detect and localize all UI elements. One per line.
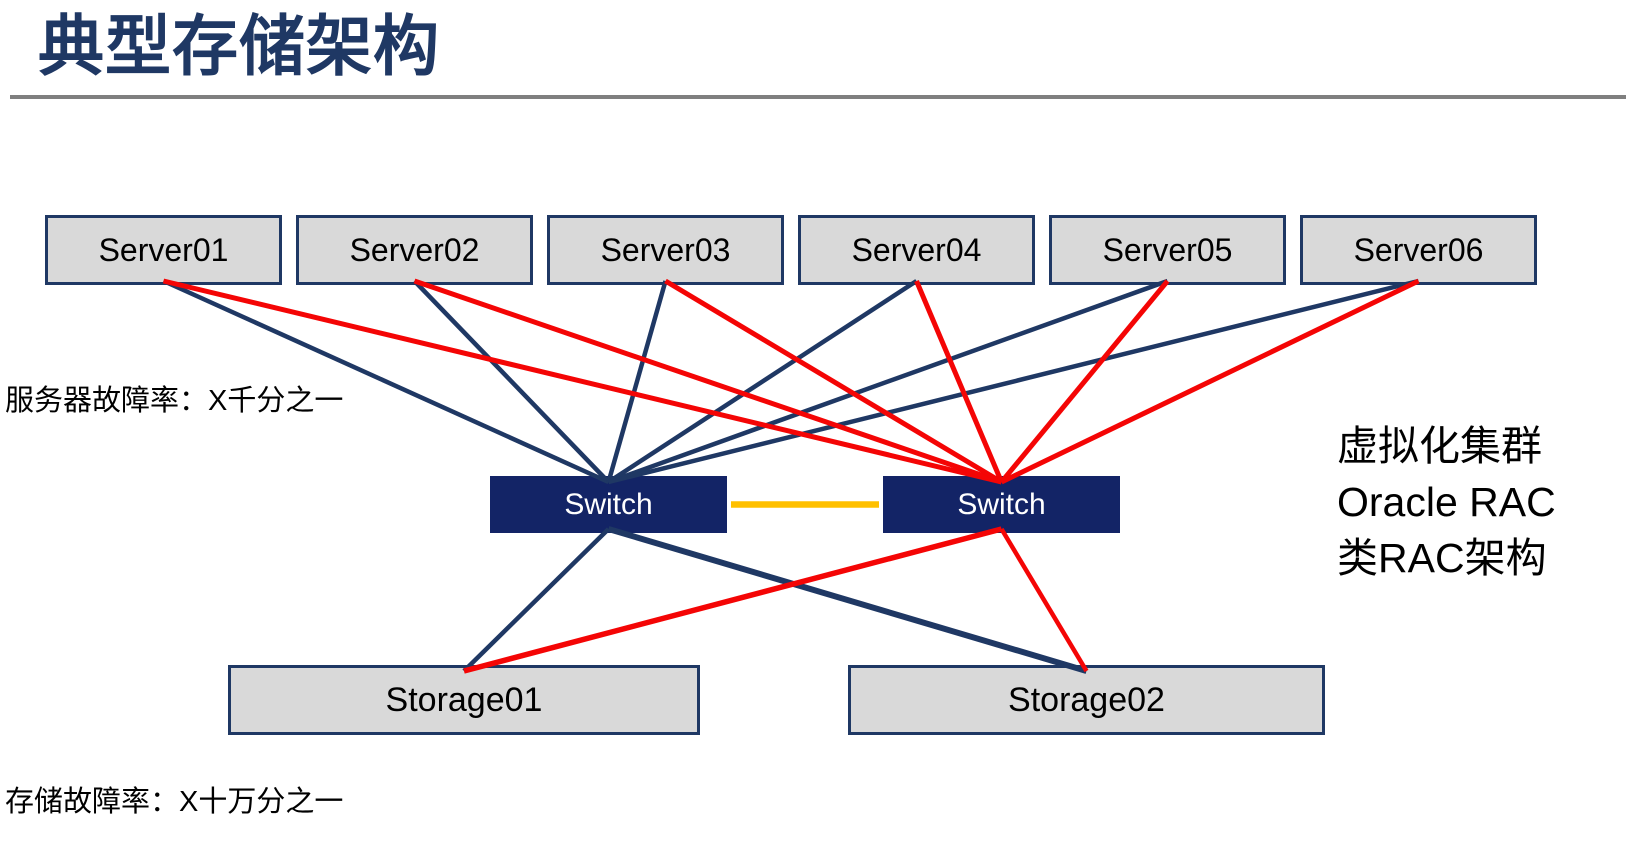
node-server03: Server03 xyxy=(547,215,784,285)
node-label: Switch xyxy=(957,487,1046,521)
edge-server05-switchB xyxy=(999,279,1170,484)
node-label: Server04 xyxy=(851,231,982,268)
edge-server02-switchA xyxy=(412,279,611,484)
node-label: Server02 xyxy=(349,231,480,268)
cluster-note-line-1: 虚拟化集群 xyxy=(1337,423,1542,469)
node-label: Server03 xyxy=(600,231,731,268)
server-failure-rate-label: 服务器故障率：X千分之一 xyxy=(5,385,344,417)
edge-switchA-storage01 xyxy=(462,527,611,673)
node-server01: Server01 xyxy=(45,215,282,285)
node-label: Storage02 xyxy=(1008,680,1165,719)
node-label: Server01 xyxy=(98,231,229,268)
node-storage01: Storage01 xyxy=(228,665,700,735)
edge-switchB-storage02 xyxy=(999,527,1089,673)
edge-switchA-storage02 xyxy=(607,526,1088,674)
storage-failure-rate-label: 存储故障率：X十万分之一 xyxy=(5,786,344,818)
edge-server04-switchB xyxy=(914,280,1004,483)
node-switchA: Switch xyxy=(490,476,727,533)
node-label: Server05 xyxy=(1102,231,1233,268)
node-storage02: Storage02 xyxy=(848,665,1325,735)
node-label: Switch xyxy=(564,487,653,521)
edge-server05-switchA xyxy=(607,278,1169,485)
edge-switchB-storage01 xyxy=(463,526,1003,674)
node-server02: Server02 xyxy=(296,215,533,285)
node-label: Server06 xyxy=(1353,231,1484,268)
slide-title: 典型存储架构 xyxy=(38,9,440,83)
node-server04: Server04 xyxy=(798,215,1035,285)
edge-server03-switchB xyxy=(664,278,1003,485)
edge-server03-switchA xyxy=(606,280,668,483)
cluster-note: 虚拟化集群 Oracle RAC 类RAC架构 xyxy=(1337,418,1556,586)
edge-server06-switchA xyxy=(607,278,1420,485)
node-server05: Server05 xyxy=(1049,215,1286,285)
edge-server04-switchA xyxy=(607,279,918,484)
node-label: Storage01 xyxy=(385,680,543,719)
node-switchB: Switch xyxy=(883,476,1120,533)
cluster-note-line-2: Oracle RAC xyxy=(1337,479,1556,525)
title-divider xyxy=(10,95,1626,99)
cluster-note-line-3: 类RAC架构 xyxy=(1337,535,1547,581)
node-server06: Server06 xyxy=(1300,215,1537,285)
edge-server02-switchB xyxy=(413,278,1003,485)
